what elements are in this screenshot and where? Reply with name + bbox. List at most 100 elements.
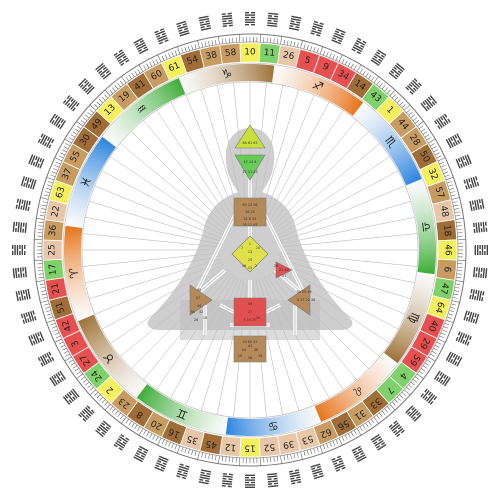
hexagram-icon: [445, 351, 463, 367]
tick-mark: [55, 335, 61, 339]
gate-number: 3: [70, 338, 82, 348]
tick-mark: [310, 46, 313, 52]
tick-mark: [128, 74, 132, 80]
tick-mark: [293, 453, 296, 459]
tick-mark: [53, 168, 58, 171]
tick-mark: [194, 44, 197, 50]
tick-mark: [72, 365, 78, 369]
tick-mark: [40, 211, 46, 214]
gate-number: 53: [300, 433, 314, 446]
tick-mark: [80, 376, 86, 380]
hexagram-icon: [420, 95, 438, 112]
tick-mark: [286, 40, 289, 46]
hexagram-icon: [62, 95, 80, 112]
hexagram-icon: [463, 176, 480, 190]
tick-mark: [310, 448, 313, 454]
tick-mark: [62, 149, 67, 153]
spoke-line: [89, 200, 222, 242]
center-gate-label: 18: [203, 316, 207, 320]
center-gate-label: 10: [256, 246, 260, 250]
gate-number: 9: [321, 62, 330, 74]
tick-mark: [41, 204, 47, 207]
tick-mark: [296, 452, 299, 458]
hexagram-icon: [463, 310, 480, 324]
tick-mark: [40, 197, 49, 200]
gate-number: 54: [186, 54, 200, 67]
tick-mark: [450, 194, 456, 197]
hexagram-icon: [198, 15, 212, 31]
tick-mark: [447, 184, 453, 187]
zodiac-segment: [384, 272, 435, 364]
tick-mark: [439, 161, 445, 165]
tick-mark: [89, 109, 94, 114]
tick-mark: [128, 420, 132, 426]
tick-mark: [63, 146, 69, 150]
zodiac-glyph-icon: ♐: [310, 77, 325, 94]
zodiac-glyph-icon: ♊: [174, 405, 189, 422]
gate-number: 47: [438, 282, 450, 295]
tick-mark: [434, 152, 440, 156]
tick-mark: [204, 453, 207, 459]
tick-mark: [54, 332, 60, 335]
center-gate-label: 47 24 4: [244, 160, 257, 164]
hexagram-icon: [405, 405, 422, 422]
tick-mark: [370, 418, 375, 424]
tick-mark: [184, 447, 187, 453]
center-gate-label: 41: [248, 344, 252, 348]
tick-mark: [54, 165, 60, 168]
tick-mark: [286, 454, 289, 460]
tick-mark: [446, 181, 452, 184]
center-gate-label: 26: [274, 264, 278, 268]
tick-mark: [171, 443, 174, 449]
tick-mark: [376, 414, 380, 420]
tick-mark: [445, 319, 454, 324]
tick-mark: [356, 64, 362, 72]
tick-mark: [134, 424, 138, 430]
tick-mark: [418, 370, 424, 375]
tick-mark: [418, 125, 424, 130]
center-gate-label: 44: [197, 304, 201, 308]
hexagram-icon: [78, 78, 95, 95]
gate-number: 52: [263, 441, 275, 452]
tick-mark: [338, 54, 343, 63]
tick-mark: [36, 218, 45, 220]
tick-mark: [96, 394, 101, 399]
tick-mark: [109, 406, 114, 411]
tick-mark: [85, 381, 90, 386]
zodiac-segment: [272, 65, 364, 116]
center-gate-label: 46: [242, 264, 246, 268]
gate-number: 55: [69, 149, 83, 164]
tick-mark: [50, 174, 56, 178]
tick-mark: [416, 373, 424, 379]
tick-mark: [412, 117, 418, 121]
tick-mark: [46, 176, 55, 181]
hexagram-icon: [310, 463, 324, 480]
tick-mark: [143, 429, 147, 435]
tick-mark: [174, 50, 178, 56]
tick-mark: [300, 451, 303, 460]
center-gate-label: 19: [238, 354, 242, 358]
tick-mark: [45, 191, 51, 194]
spoke-line: [279, 216, 415, 245]
center-gate-label: 59: [248, 302, 252, 306]
hexagram-icon: [49, 113, 67, 130]
tick-mark: [225, 456, 227, 462]
hexagram-icon: [469, 288, 485, 302]
tick-mark: [300, 40, 303, 49]
tick-mark: [208, 41, 210, 47]
tick-mark: [137, 68, 141, 74]
tick-mark: [422, 365, 428, 369]
tick-mark: [391, 94, 396, 99]
tick-mark: [454, 286, 460, 289]
tick-mark: [440, 332, 446, 335]
tick-mark: [444, 174, 450, 178]
tick-mark: [426, 359, 432, 363]
center-gate-label: 38: [254, 348, 258, 352]
gate-number: 20: [149, 417, 164, 431]
tick-mark: [344, 60, 348, 66]
tick-mark: [434, 344, 440, 348]
tick-mark: [104, 89, 111, 97]
gate-number: 7: [384, 384, 395, 395]
gate-number: 40: [426, 318, 440, 333]
